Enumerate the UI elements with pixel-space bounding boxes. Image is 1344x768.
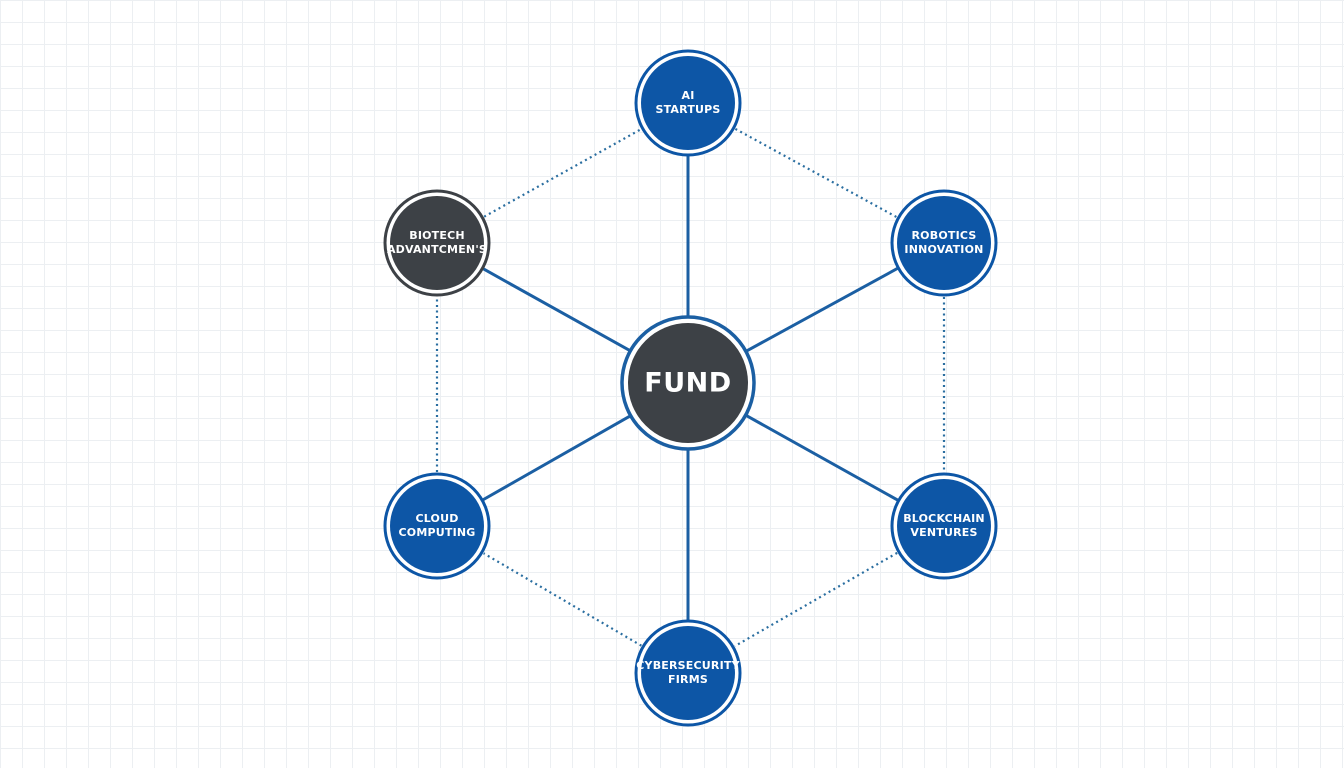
- node-label-line: BLOCKCHAIN: [903, 512, 985, 525]
- node-disc: [897, 479, 991, 573]
- node-disc: [641, 56, 735, 150]
- node-label-line: CYBERSECURITY: [636, 659, 740, 672]
- node-label-line: VENTURES: [910, 526, 977, 539]
- node-label-line: COMPUTING: [399, 526, 476, 539]
- node-label-line: ROBOTICS: [912, 229, 977, 242]
- dotted-link-biotech-advancements-to-ai-startups: [483, 128, 642, 218]
- spoke-connections: [479, 153, 902, 623]
- node-label-line: CLOUD: [415, 512, 458, 525]
- spoke-fund-to-cloud-computing: [479, 413, 634, 503]
- spoke-fund-to-biotech-advancements: [479, 266, 633, 354]
- node-disc: [390, 196, 484, 290]
- dotted-link-ai-startups-to-robotics-innovation: [734, 127, 898, 219]
- dotted-link-cybersecurity-firms-to-cloud-computing: [483, 552, 642, 647]
- dotted-ring-connections: [435, 127, 946, 648]
- node-disc: [641, 626, 735, 720]
- node-disc: [390, 479, 484, 573]
- fund-label: FUND: [644, 368, 731, 399]
- fund-disc: [628, 323, 748, 443]
- node-disc: [897, 196, 991, 290]
- spoke-fund-to-robotics-innovation: [743, 265, 901, 354]
- node-label-line: FIRMS: [668, 673, 708, 686]
- node-label-line: INNOVATION: [904, 243, 983, 256]
- node-label-line: ADVANTCMEN'S: [387, 243, 487, 256]
- node-label-line: STARTUPS: [655, 103, 720, 116]
- node-label-line: AI: [681, 89, 694, 102]
- spoke-fund-to-blockchain-ventures: [743, 412, 902, 503]
- fund-node[interactable]: FUND: [620, 315, 756, 451]
- dotted-link-blockchain-ventures-to-cybersecurity-firms: [734, 551, 898, 648]
- node-label-line: BIOTECH: [409, 229, 465, 242]
- fund-hub: FUND: [620, 315, 756, 451]
